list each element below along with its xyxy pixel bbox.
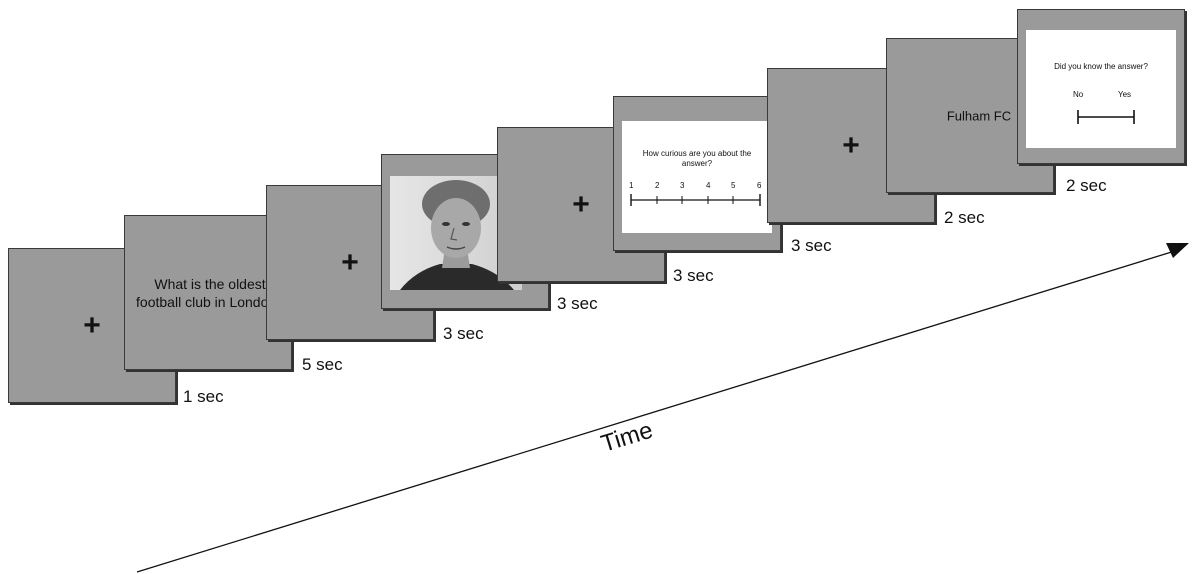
scale-tick-label-2: 2 — [655, 181, 660, 190]
option-yes-label: Yes — [1118, 90, 1132, 99]
duration-label-6: 3 sec — [791, 236, 832, 255]
curiosity-prompt: How curious are you about the answer? — [642, 149, 752, 168]
scale-tick-label-3: 3 — [680, 181, 685, 190]
knowledge-scale-line — [1077, 110, 1135, 124]
trivia-answer: Fulham FC — [946, 108, 1012, 123]
fixation-cross: + — [83, 308, 101, 342]
duration-label-3: 3 sec — [443, 324, 484, 343]
fixation-cross: + — [572, 187, 590, 221]
curiosity-rating-screen: How curious are you about the answer? 1 … — [613, 96, 781, 251]
fixation-cross: + — [842, 128, 860, 162]
duration-label-4: 3 sec — [557, 294, 598, 313]
fixation-cross: + — [341, 245, 359, 279]
knowledge-panel: Did you know the answer? No Yes — [1026, 30, 1176, 148]
rating-panel: How curious are you about the answer? 1 … — [622, 121, 772, 233]
scale-tick-label-5: 5 — [731, 181, 736, 190]
duration-label-2: 5 sec — [302, 355, 343, 374]
option-no-label: No — [1073, 90, 1084, 99]
duration-label-7: 2 sec — [944, 208, 985, 227]
knowledge-check-screen: Did you know the answer? No Yes — [1017, 9, 1185, 164]
question-screen: What is the oldest football club in Lond… — [124, 215, 292, 370]
duration-label-1: 1 sec — [183, 387, 224, 406]
trivia-question: What is the oldest football club in Lond… — [136, 275, 284, 310]
curiosity-scale: 1 2 3 4 5 6 — [629, 181, 762, 211]
scale-tick-label-6: 6 — [757, 181, 762, 190]
scale-tick-label-1: 1 — [629, 181, 634, 190]
scale-line — [630, 194, 761, 206]
duration-label-8: 2 sec — [1066, 176, 1107, 195]
scale-tick-label-4: 4 — [706, 181, 711, 190]
duration-label-5: 3 sec — [673, 266, 714, 285]
knowledge-prompt: Did you know the answer? — [1054, 62, 1148, 71]
